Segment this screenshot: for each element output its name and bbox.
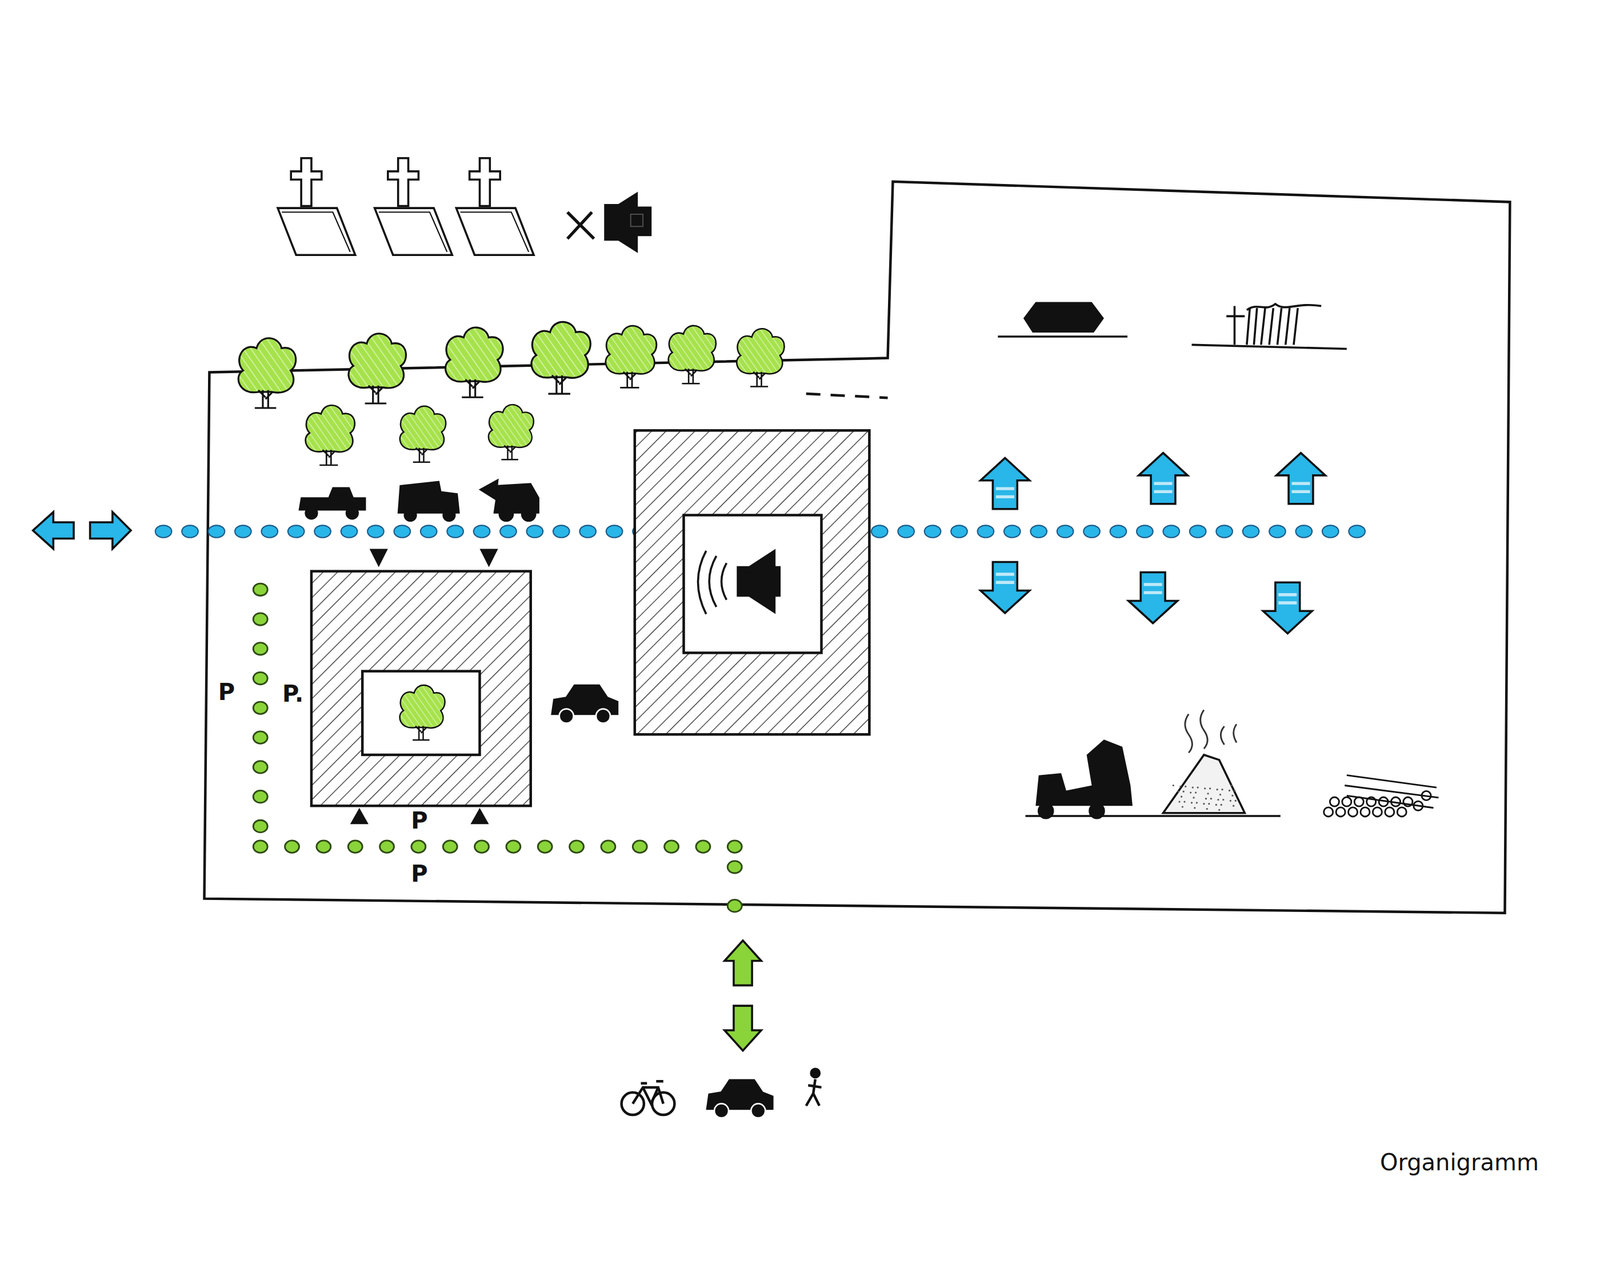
path-dot: [696, 840, 711, 853]
route-dot: [314, 525, 331, 538]
route-dot: [500, 525, 517, 538]
route-dot: [208, 525, 226, 538]
route-dot: [1110, 525, 1127, 538]
route-dot: [1269, 525, 1286, 538]
route-dot: [1189, 525, 1207, 538]
path-dot: [411, 840, 426, 853]
route-dot: [606, 525, 623, 538]
path-dot: [442, 840, 458, 853]
path-dot: [664, 840, 679, 853]
no-noise-symbol: [567, 192, 651, 254]
path-dot: [253, 790, 268, 803]
parking-label: P.: [282, 682, 304, 706]
route-dot: [367, 525, 384, 538]
building-noise: [634, 430, 870, 735]
route-dot: [1057, 525, 1074, 538]
path-dot: [253, 840, 268, 853]
route-dot: [553, 525, 570, 538]
path-dot: [727, 840, 742, 853]
route-dot: [1322, 525, 1339, 538]
path-dot: [727, 899, 742, 912]
transport-modes: [621, 1069, 822, 1119]
path-dot: [253, 820, 268, 832]
route-dot: [288, 525, 305, 538]
route-dot: [394, 525, 411, 538]
path-dot: [316, 840, 331, 853]
car-symbol: [552, 685, 618, 724]
parking-label: P: [410, 862, 428, 886]
route-dot: [446, 525, 464, 538]
route-dot: [341, 525, 358, 538]
route-dot: [526, 525, 544, 538]
service-vehicles: [299, 479, 539, 522]
route-dot: [420, 525, 438, 538]
expansion-arrows: [980, 453, 1326, 634]
site-boundary: [204, 181, 1511, 914]
path-dot: [569, 840, 584, 853]
path-dot: [253, 672, 268, 684]
route-dot: [1296, 525, 1313, 538]
route-dot: [1030, 525, 1047, 538]
route-dot: [1242, 525, 1260, 538]
dashed-boundary: [806, 393, 888, 398]
path-dot: [285, 840, 300, 853]
pedestrian-path: [253, 583, 742, 912]
path-dot: [253, 613, 268, 626]
path-dot: [537, 840, 552, 853]
building-courtyard: [311, 548, 531, 824]
path-dot: [506, 840, 521, 853]
route-dot: [1216, 525, 1233, 538]
route-dot: [1004, 525, 1021, 538]
path-dot: [253, 731, 268, 744]
route-dot: [1136, 525, 1154, 538]
path-dot: [253, 642, 268, 655]
route-dot: [181, 525, 199, 538]
path-dot: [601, 840, 616, 853]
path-dot: [253, 761, 268, 774]
route-dot: [261, 525, 278, 538]
route-dot: [234, 525, 252, 538]
route-dot: [473, 525, 491, 538]
route-dot: [977, 525, 995, 538]
parking-label: P: [410, 809, 428, 832]
parking-label: P: [218, 680, 235, 704]
caption: Organigramm: [1380, 1150, 1539, 1174]
route-dot: [871, 525, 888, 538]
route-dot: [1348, 525, 1366, 538]
route-dot: [924, 525, 942, 538]
path-dot: [380, 840, 395, 853]
path-dot: [727, 861, 742, 874]
path-dot: [253, 701, 268, 714]
path-dot: [474, 840, 490, 853]
path-dot: [348, 840, 363, 853]
route-dot: [1083, 525, 1100, 538]
route-dot: [155, 525, 172, 538]
route-dot: [950, 525, 968, 538]
path-dot: [632, 840, 647, 853]
route-dot: [897, 525, 915, 538]
access-arrows: [724, 940, 762, 1051]
route-dot: [579, 525, 596, 538]
storage-icons: [997, 301, 1439, 819]
cemetery-graves: [277, 158, 534, 256]
path-dot: [253, 583, 268, 596]
route-dot: [1162, 525, 1180, 538]
